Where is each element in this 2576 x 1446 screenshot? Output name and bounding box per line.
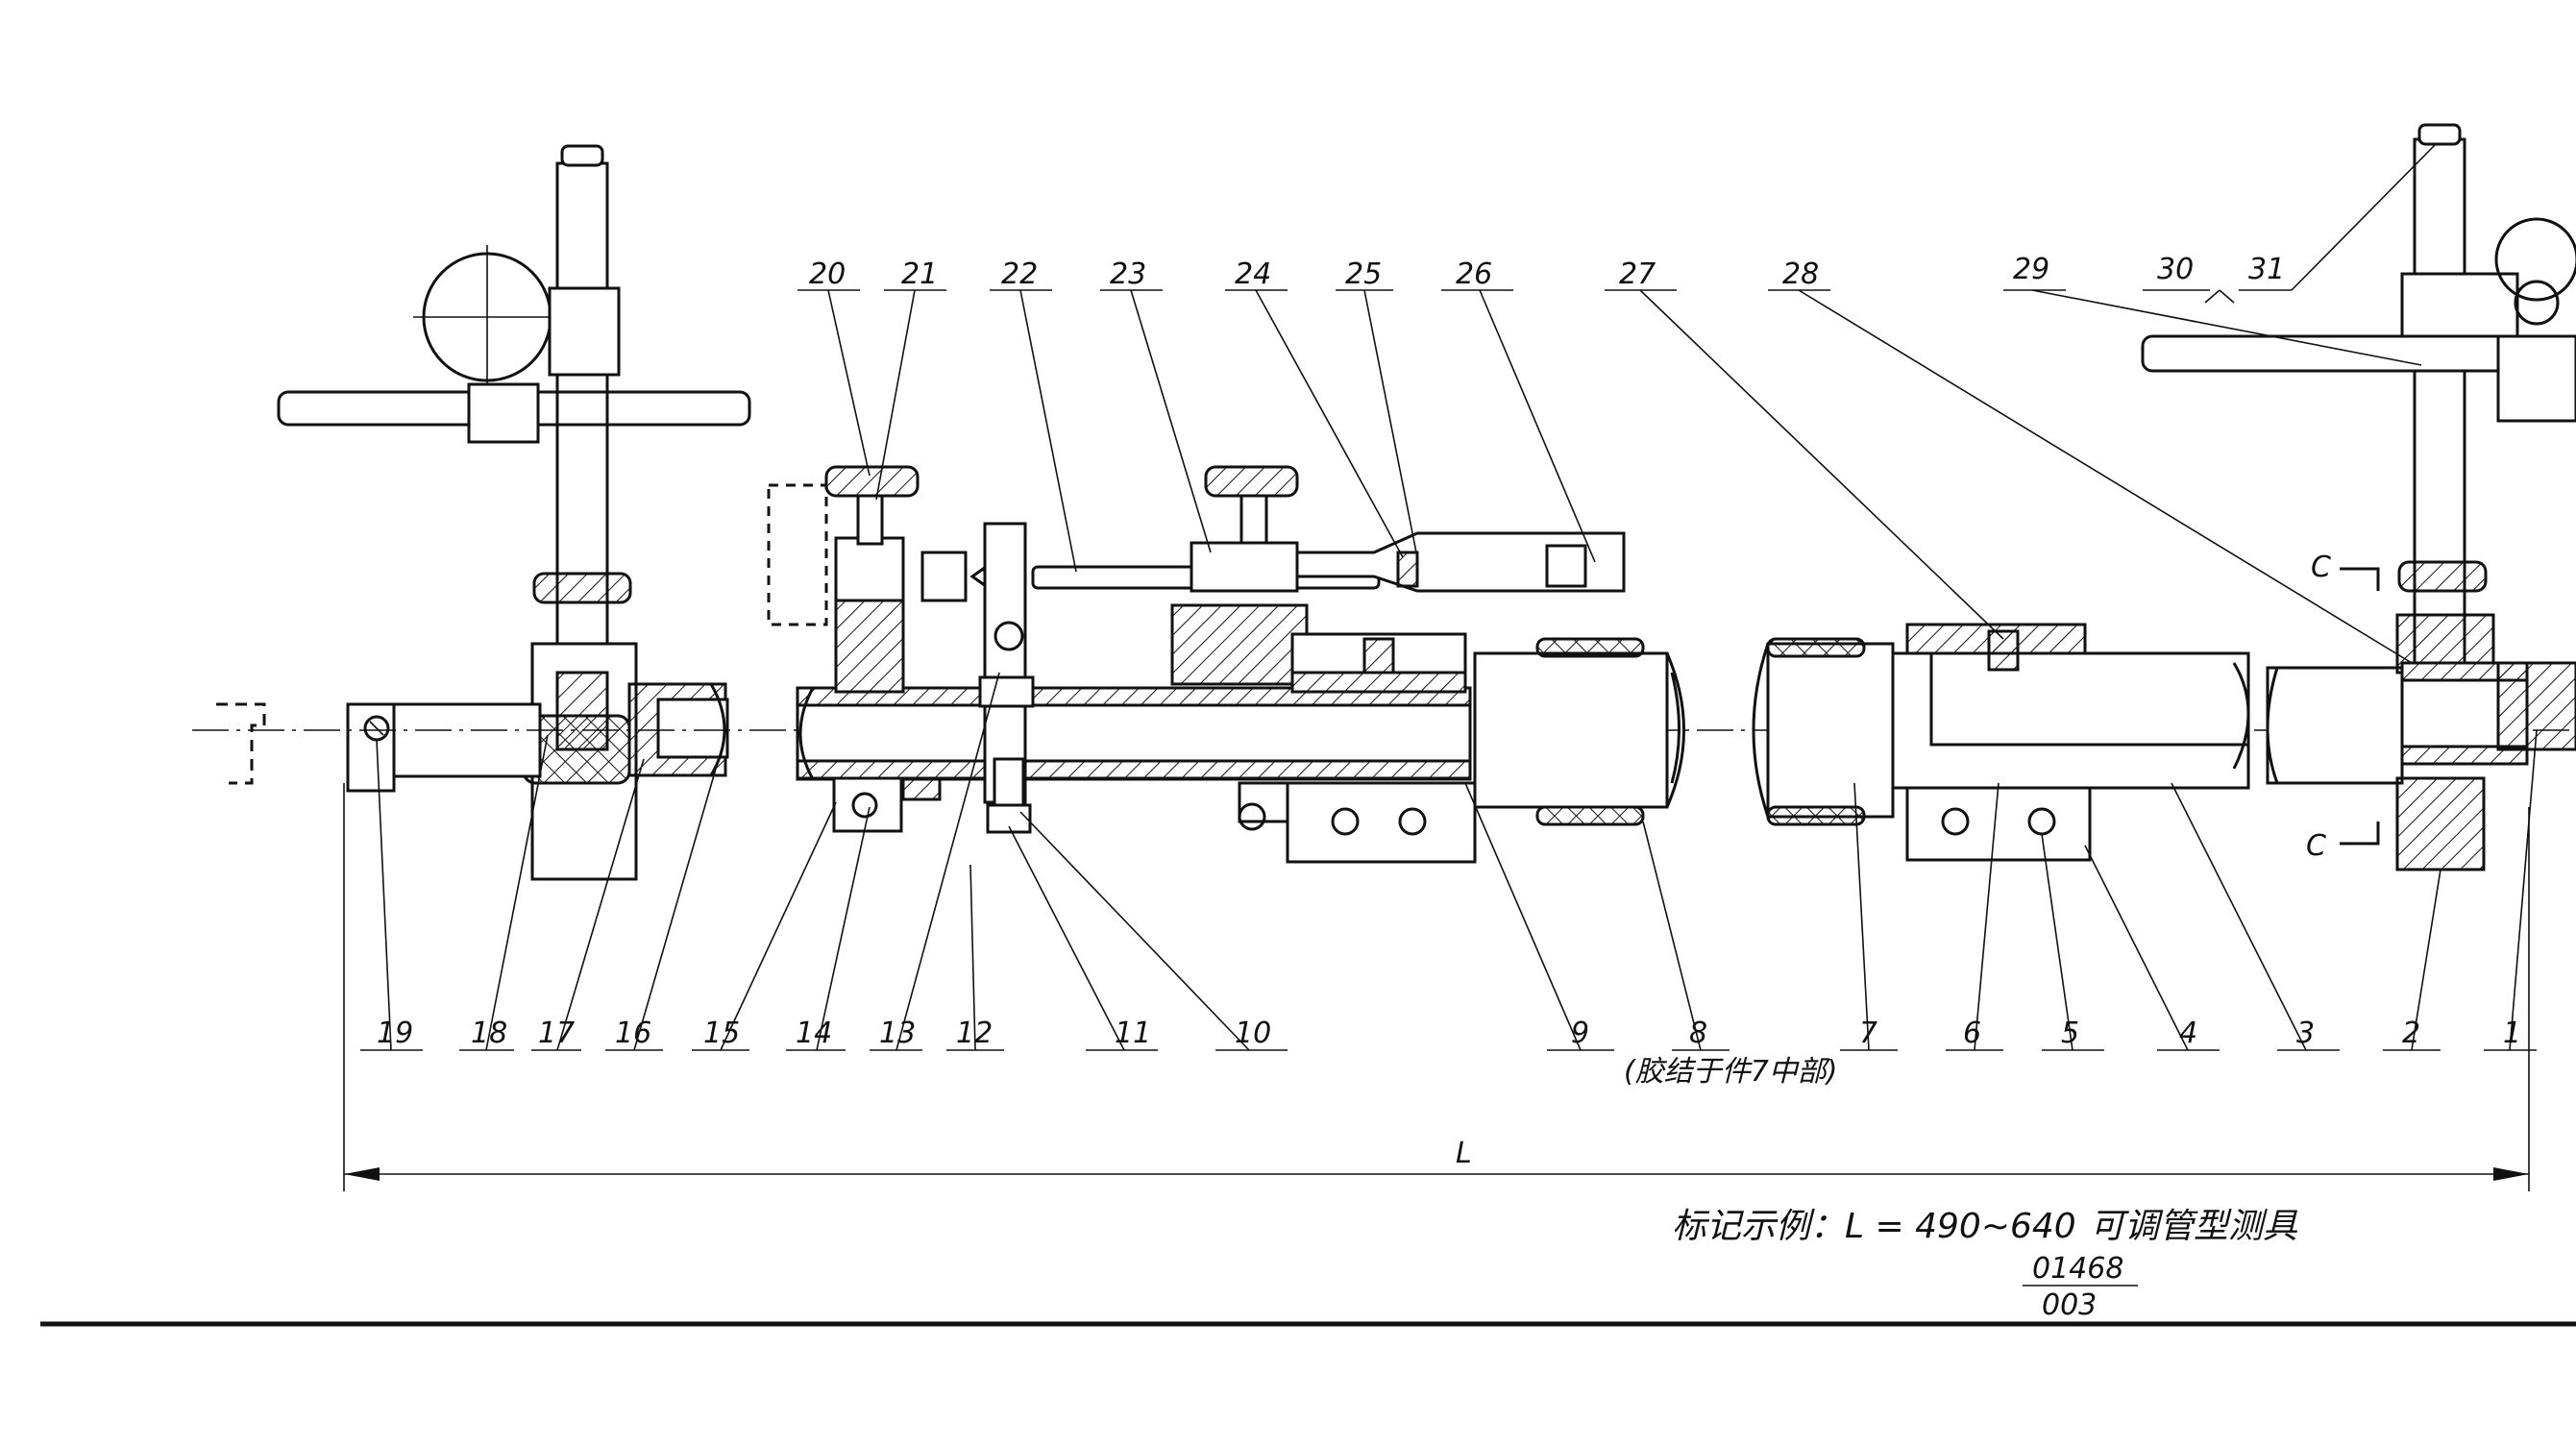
part-label-27: 27 [1619, 257, 1656, 291]
middle-mechanism [767, 465, 1626, 864]
part-label-22: 22 [1001, 257, 1038, 291]
section-mark-c-top: C [2311, 551, 2331, 584]
sleeve-section [1891, 623, 2250, 862]
part-label-12: 12 [956, 1017, 993, 1050]
part-label-2: 2 [2402, 1017, 2420, 1050]
title-prefix: 标记示例： [1672, 1207, 1845, 1246]
part-label-20: 20 [809, 257, 846, 291]
part-label-24: 24 [1235, 257, 1271, 291]
part-label-25: 25 [1345, 257, 1382, 291]
part-label-28: 28 [1782, 257, 1819, 291]
part-label-9: 9 [1571, 1017, 1589, 1050]
part-8-note: (胶结于件7中部) [1624, 1055, 1838, 1089]
part-label-30: 30 [2157, 253, 2194, 286]
labels-top: 20 21 22 23 24 25 26 27 28 29 30 31 [797, 143, 2437, 664]
part-label-31: 31 [2248, 253, 2285, 286]
part-label-19: 19 [377, 1017, 413, 1050]
section-mark-c-bottom: C [2306, 829, 2326, 863]
dimension-label-l: L [1456, 1137, 1472, 1170]
labels-bottom: 19 18 17 16 15 14 13 12 11 10 9 8 (胶结于件7… [360, 672, 2538, 1089]
part-label-10: 10 [1235, 1017, 1271, 1050]
part-label-23: 23 [1110, 257, 1146, 291]
right-end-fixture [2141, 123, 2576, 871]
pipe-section [1473, 637, 1895, 826]
part-label-21: 21 [901, 257, 938, 291]
title-formula: L = 490~640 [1845, 1207, 2076, 1246]
part-label-7: 7 [1859, 1017, 1877, 1050]
part-label-13: 13 [879, 1017, 916, 1050]
code-number: 01468 [2032, 1252, 2123, 1286]
part-label-3: 3 [2296, 1017, 2315, 1050]
part-label-17: 17 [538, 1017, 575, 1050]
part-label-16: 16 [615, 1017, 651, 1050]
part-label-26: 26 [1456, 257, 1492, 291]
part-label-11: 11 [1115, 1017, 1151, 1050]
part-label-14: 14 [796, 1017, 832, 1050]
dimension-l: L [343, 783, 2530, 1191]
part-label-18: 18 [471, 1017, 507, 1050]
part-label-8: 8 [1689, 1017, 1707, 1050]
part-label-5: 5 [2061, 1017, 2079, 1050]
part-label-15: 15 [703, 1017, 740, 1050]
title-name: 可调管型测具 [2090, 1207, 2298, 1246]
code-sub: 003 [2042, 1288, 2097, 1322]
left-end-fixture [192, 144, 2576, 881]
part-label-29: 29 [2013, 253, 2049, 286]
part-label-1: 1 [2503, 1017, 2521, 1050]
part-label-4: 4 [2179, 1017, 2197, 1050]
part-label-6: 6 [1963, 1017, 1981, 1050]
